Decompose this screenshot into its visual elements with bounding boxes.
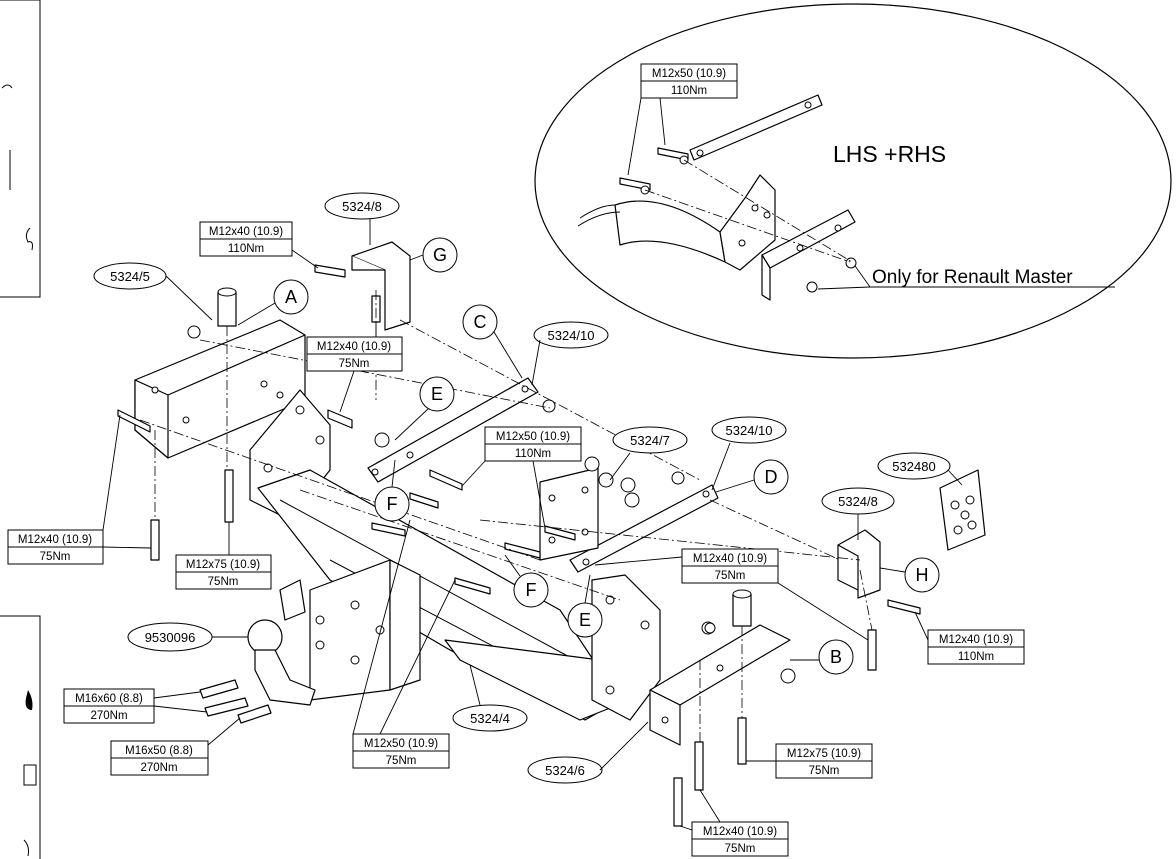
part-label-5324-8-top: 5324/8 (324, 192, 400, 245)
svg-text:270Nm: 270Nm (90, 710, 127, 722)
bolt-label-5: M12x75 (10.9) 75Nm (175, 522, 272, 590)
svg-text:5324/10: 5324/10 (548, 328, 595, 343)
left-panel-top (0, 0, 41, 298)
bolt-label-10: M12x40 (10.9) 110Nm (914, 611, 1025, 665)
svg-text:5324/5: 5324/5 (110, 269, 150, 284)
svg-text:532480: 532480 (892, 459, 935, 474)
callout-G: G (409, 237, 458, 273)
svg-text:M12x40 (10.9): M12x40 (10.9) (939, 634, 1013, 646)
svg-text:B: B (830, 647, 842, 667)
svg-text:5324/6: 5324/6 (545, 763, 585, 778)
bolt-label-9: M12x50 (10.9) 75Nm (352, 519, 456, 769)
bolt-label-7: M16x60 (8.8) 270Nm (63, 688, 208, 724)
part-label-5324-4: 5324/4 (452, 664, 528, 732)
part-label-5324-7: 5324/7 (609, 426, 688, 481)
svg-text:75Nm: 75Nm (339, 358, 370, 370)
svg-text:110Nm: 110Nm (671, 85, 707, 97)
callout-C: C (462, 304, 523, 379)
main-parts (117, 241, 986, 827)
bolt-label-3: M12x50 (10.9) 110Nm (461, 426, 582, 529)
letter-callouts: A G C E F D F (237, 237, 940, 675)
svg-text:M12x50 (10.9): M12x50 (10.9) (364, 738, 438, 750)
svg-text:M12x50 (10.9): M12x50 (10.9) (496, 431, 570, 443)
bolt-label-8: M16x50 (8.8) 270Nm (110, 717, 241, 776)
svg-text:M12x50 (10.9): M12x50 (10.9) (652, 68, 726, 80)
svg-text:110Nm: 110Nm (958, 651, 994, 663)
svg-text:M16x50 (8.8): M16x50 (8.8) (125, 745, 193, 757)
callout-F-left: F (374, 459, 410, 522)
svg-text:75Nm: 75Nm (725, 843, 756, 855)
bolt-label-6: M12x40 (10.9) 75Nm (594, 548, 869, 641)
inset-note: Only for Renault Master (872, 267, 1073, 288)
svg-text:5324/4: 5324/4 (470, 711, 510, 726)
svg-text:5324/8: 5324/8 (342, 199, 382, 214)
detail-inset: LHS +RHS Only for Renault Master M12x50 … (534, 3, 1172, 359)
svg-text:M12x40 (10.9): M12x40 (10.9) (18, 534, 92, 546)
bolt-label-4: M12x40 (10.9) 75Nm (7, 414, 152, 565)
svg-text:M12x40 (10.9): M12x40 (10.9) (209, 226, 283, 238)
left-panel-bottom (0, 615, 41, 859)
svg-text:M12x40 (10.9): M12x40 (10.9) (317, 341, 391, 353)
inset-parts (577, 94, 857, 301)
svg-text:M12x75 (10.9): M12x75 (10.9) (787, 748, 861, 760)
svg-text:110Nm: 110Nm (515, 448, 551, 460)
svg-text:75Nm: 75Nm (809, 765, 840, 777)
bolt-label-12: M12x40 (10.9) 75Nm (679, 789, 789, 857)
svg-text:F: F (387, 494, 398, 514)
part-label-5324-10-right: 5324/10 (711, 416, 787, 491)
bolt-spec-labels: M12x40 (10.9) 110Nm M12x40 (10.9) 75Nm M… (7, 221, 1025, 857)
svg-text:110Nm: 110Nm (228, 243, 264, 255)
svg-text:E: E (431, 384, 443, 404)
svg-text:C: C (474, 312, 487, 332)
part-label-5324-6: 5324/6 (527, 721, 649, 784)
svg-text:M12x40 (10.9): M12x40 (10.9) (703, 826, 777, 838)
svg-text:5324/7: 5324/7 (630, 433, 670, 448)
svg-text:270Nm: 270Nm (140, 762, 177, 774)
svg-text:5324/10: 5324/10 (726, 423, 773, 438)
bolt-label-1: M12x40 (10.9) 110Nm (199, 221, 319, 269)
svg-text:A: A (285, 287, 297, 307)
svg-text:5324/8: 5324/8 (838, 494, 878, 509)
callout-E-bottom: E (567, 574, 603, 638)
inset-title: LHS +RHS (833, 141, 946, 167)
svg-text:E: E (579, 610, 591, 630)
part-label-5324-5: 5324/5 (93, 262, 213, 321)
part-label-9530096: 9530096 (127, 622, 248, 652)
inset-bolt-label: M12x50 (10.9) 110Nm (627, 63, 738, 176)
svg-text:75Nm: 75Nm (386, 755, 417, 767)
svg-text:9530096: 9530096 (145, 630, 196, 645)
part-label-532480: 532480 (877, 452, 963, 486)
svg-text:75Nm: 75Nm (40, 551, 71, 563)
svg-text:M12x40 (10.9): M12x40 (10.9) (693, 553, 767, 565)
svg-text:F: F (526, 580, 537, 600)
callout-B: B (790, 639, 854, 675)
callout-E-top: E (394, 376, 455, 441)
part-label-5324-10-top: 5324/10 (531, 321, 609, 386)
svg-text:75Nm: 75Nm (715, 570, 746, 582)
svg-text:D: D (765, 467, 778, 487)
part-number-labels: 5324/8 5324/5 5324/10 5324/7 5324/10 532… (93, 192, 963, 784)
part-label-5324-8-right: 5324/8 (821, 487, 895, 540)
svg-text:M16x60 (8.8): M16x60 (8.8) (75, 693, 143, 705)
callout-A: A (237, 279, 309, 326)
svg-text:G: G (433, 245, 447, 265)
bolt-label-2: M12x40 (10.9) 75Nm (306, 322, 403, 413)
callout-H: H (879, 557, 940, 593)
callout-F-right: F (504, 554, 549, 608)
svg-text:H: H (916, 565, 929, 585)
svg-text:M12x75 (10.9): M12x75 (10.9) (186, 559, 260, 571)
callout-D: D (715, 459, 789, 495)
svg-text:75Nm: 75Nm (208, 576, 239, 588)
bolt-label-11: M12x75 (10.9) 75Nm (746, 743, 873, 779)
